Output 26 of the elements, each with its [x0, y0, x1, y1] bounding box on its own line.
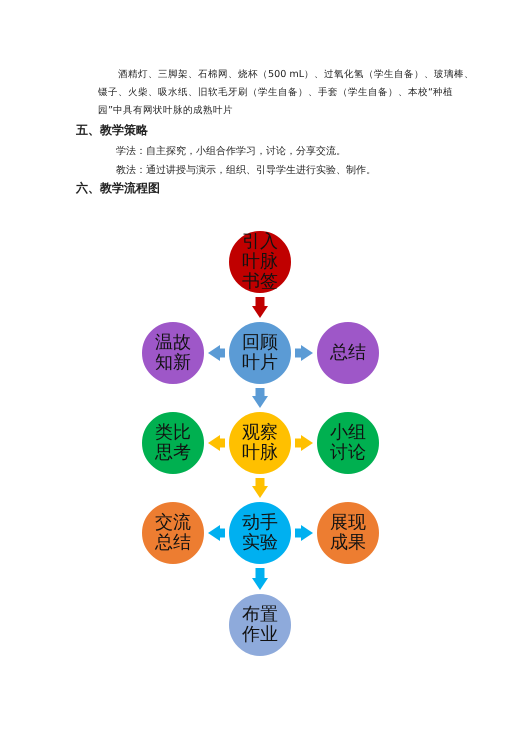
block-arrow	[252, 388, 268, 408]
circle-node: 展现成果	[316, 501, 380, 565]
circle-node: 回顾叶片	[228, 321, 292, 385]
block-arrow	[208, 435, 225, 451]
circle-node: 温故知新	[141, 321, 205, 385]
circle-node: 类比思考	[141, 411, 205, 475]
block-arrow	[295, 345, 313, 361]
circle-node: 引入叶脉书签	[228, 230, 292, 294]
circle-node: 小组讨论	[316, 411, 380, 475]
block-arrow	[295, 525, 313, 541]
circle-node: 布置作业	[228, 593, 292, 657]
block-arrow	[252, 568, 268, 590]
block-arrow	[295, 435, 313, 451]
paragraph: 教法：通过讲授与演示，组织、引导学生进行实验、制作。	[116, 164, 377, 178]
section-heading: 五、教学策略	[76, 122, 149, 139]
section-heading: 六、教学流程图	[76, 180, 161, 197]
block-arrow	[208, 525, 225, 541]
circle-node: 总结	[316, 321, 380, 385]
block-arrow	[208, 345, 225, 361]
paragraph: 学法：自主探究，小组合作学习，讨论，分享交流。	[116, 144, 347, 159]
circle-node: 观察叶脉	[228, 411, 292, 475]
circle-node: 动手实验	[228, 501, 292, 565]
paragraph: 酒精灯、三脚架、石棉网、烧杯（500 mL）、过氧化氢（学生自备）、玻璃棒、镊子、火柴、吸水纸、旧软毛牙刷（学生自备）、手套（学生自备）、本校“种植园”中具有网状叶脉的成熟叶片	[98, 68, 476, 118]
circle-node: 交流总结	[141, 501, 205, 565]
block-arrow	[252, 297, 268, 318]
block-arrow	[252, 478, 268, 498]
